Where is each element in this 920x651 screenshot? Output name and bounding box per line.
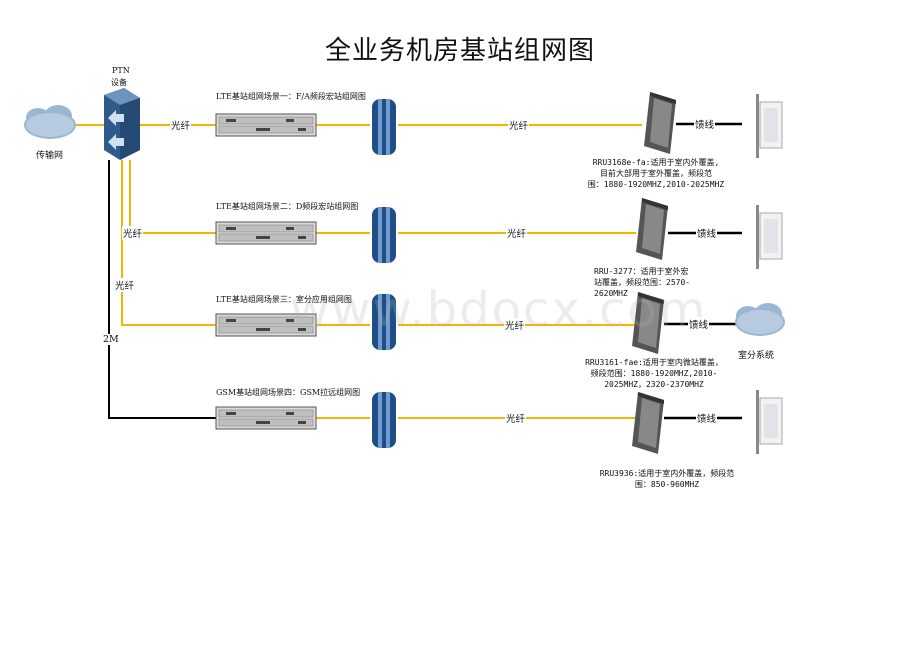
rru-description: RRU-3277：适用于室外宏站覆盖，频段范围：2570-2620MHZ	[594, 267, 691, 298]
fiber-label: 光纤	[508, 118, 530, 132]
antenna-icon	[756, 390, 783, 454]
fiber-label: 光纤	[505, 411, 527, 425]
page-title: 全业务机房基站组网图	[324, 36, 595, 66]
indoor-system-label: 室分系统	[738, 351, 775, 361]
feeder-label: 馈线	[694, 117, 716, 131]
odf-icon	[372, 392, 396, 448]
bbu-icon	[215, 313, 317, 337]
bbu-icon	[215, 113, 317, 137]
cloud-icon	[24, 105, 76, 139]
cloud-icon	[735, 303, 785, 336]
fiber-label: 光纤	[506, 226, 528, 240]
fiber-label: 光纤	[114, 278, 136, 292]
rru-icon	[644, 92, 676, 154]
bbu-icon	[215, 221, 317, 245]
fiber-label: 光纤	[122, 226, 144, 240]
scenario-4-title: GSM基站组网场景四：GSM拉远组网图	[216, 388, 361, 397]
rru-description: RRU3168e-fa:适用于室内外覆盖,目前大部用于室外覆盖，频段范围：188…	[587, 158, 725, 189]
fiber-ptn-bbu3	[121, 160, 216, 326]
fiber-label: 光纤	[504, 318, 526, 332]
fiber-label: 光纤	[170, 118, 192, 132]
odf-icon	[372, 207, 396, 263]
router-icon	[104, 88, 140, 160]
antenna-icon	[756, 94, 783, 158]
rru-icon	[632, 292, 664, 354]
rru-description: RRU3936:适用于室内外覆盖，频段范围：850-960MHZ	[599, 469, 735, 489]
rru-icon	[632, 392, 664, 454]
scenario-3-title: LTE基站组网场景三：室分应用组网图	[216, 295, 352, 304]
watermark: www.bdocx.com	[290, 282, 708, 338]
scenario-2-title: LTE基站组网场景二：D频段宏站组网图	[216, 202, 359, 211]
ptn-label-line1: PTN	[112, 66, 130, 75]
feeder-label: 馈线	[696, 226, 718, 240]
bbu-icon	[215, 406, 317, 430]
ptn-label-line2: 设备	[111, 78, 127, 87]
rru-description: RRU3161-fae:适用于室内微站覆盖，频段范围：1880-1920MHZ,…	[585, 358, 723, 389]
odf-icon	[372, 99, 396, 155]
antenna-icon	[756, 205, 783, 269]
copper-ptn-bbu4	[108, 160, 216, 419]
link-2m-label: 2M	[102, 334, 120, 345]
rru-icon	[636, 198, 668, 260]
feeder-label: 馈线	[696, 411, 718, 425]
transport-network-label: 传输网	[36, 151, 64, 161]
odf-icon	[372, 294, 396, 350]
feeder-label: 馈线	[688, 317, 710, 331]
scenario-1-title: LTE基站组网场景一：F/A频段宏站组网图	[216, 92, 366, 101]
